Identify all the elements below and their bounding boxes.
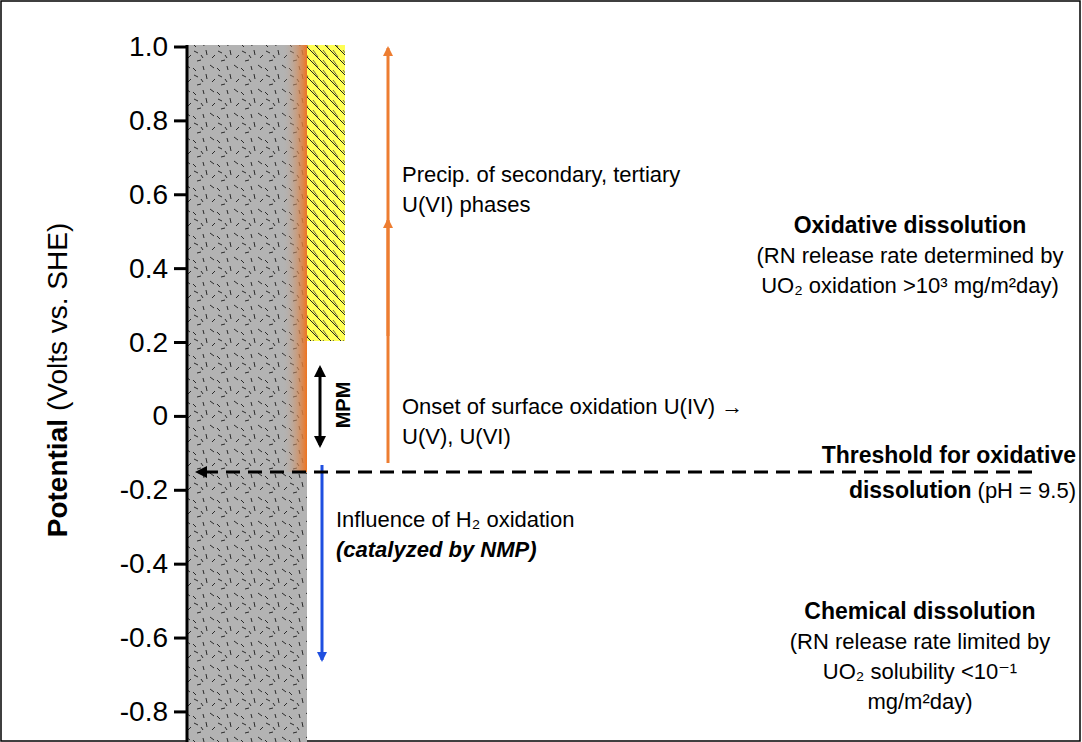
annotation-text: 0	[152, 400, 168, 431]
tick-mark	[174, 415, 187, 418]
annotation-text: 0.8	[129, 105, 168, 136]
annotation-text: 0.2	[129, 327, 168, 358]
annotation: Chemical dissolution (RN release rate lim…	[770, 596, 1070, 717]
blue-arrow	[321, 465, 324, 660]
uo2-pellet	[187, 45, 307, 742]
secondary-phases	[307, 45, 345, 341]
annotation-text: 1.0	[129, 31, 168, 62]
annotation-text: -0.2	[120, 474, 168, 505]
annotation-text: 0.4	[129, 253, 168, 284]
annotation-text: Onset of surface oxidation U(IV) → U(V),…	[402, 394, 743, 449]
annotation-text: -0.6	[120, 622, 168, 653]
annotation-text: (RN release rate limited by UO₂ solubili…	[790, 629, 1050, 714]
tick-label: 0.2	[60, 327, 168, 359]
annotation-text: Chemical dissolution	[804, 598, 1035, 624]
threshold-line	[198, 471, 1032, 474]
annotation-text: Precip. of secondary, tertiary U(VI) pha…	[402, 162, 680, 217]
oxidized-layer	[282, 45, 307, 472]
annotation-text: Influence of H₂ oxidation	[336, 507, 574, 532]
tick-marks	[174, 47, 187, 712]
tick-label: -0.6	[60, 622, 168, 654]
tick-label: 0.4	[60, 253, 168, 285]
annotation: Precip. of secondary, tertiary U(VI) pha…	[402, 160, 692, 220]
tick-mark	[174, 46, 187, 49]
axis-title: Potential (Volts vs. SHE)	[41, 223, 75, 538]
tick-mark	[174, 563, 187, 566]
tick-mark	[174, 710, 187, 713]
tick-label: 0	[60, 400, 168, 432]
tick-label: -0.2	[60, 474, 168, 506]
tick-mark	[174, 267, 187, 270]
orange-arrow	[387, 220, 390, 463]
annotation: Oxidative dissolution (RN release rate de…	[750, 210, 1070, 301]
annotation-text: Potential	[42, 419, 73, 537]
tick-mark	[174, 637, 187, 640]
annotation: Influence of H₂ oxidation (catalyzed by N…	[336, 505, 656, 565]
annotation-text: Oxidative dissolution	[794, 212, 1027, 238]
tick-mark	[174, 119, 187, 122]
tick-label: 0.8	[60, 105, 168, 137]
tick-mark	[174, 193, 187, 196]
annotation-text: -0.4	[120, 548, 168, 579]
annotation-text: 0.6	[129, 179, 168, 210]
tick-mark	[174, 489, 187, 492]
mpm-range-arrow	[319, 368, 322, 445]
mpm-label: MPM	[331, 382, 355, 429]
annotation-text: (Volts vs. SHE)	[42, 223, 73, 411]
annotation: Onset of surface oxidation U(IV) → U(V),…	[402, 392, 752, 452]
tick-label: 1.0	[60, 31, 168, 63]
tick-label: -0.8	[60, 696, 168, 728]
annotation-text: (RN release rate determined by UO₂ oxida…	[757, 243, 1064, 298]
annotation-text: MPM	[332, 382, 354, 429]
tick-mark	[174, 341, 187, 344]
annotation: Threshold for oxidative dissolution(pH =…	[732, 438, 1076, 508]
annotation-text: (pH = 9.5)	[978, 478, 1076, 503]
annotation-text: -0.8	[120, 696, 168, 727]
tick-label: 0.6	[60, 179, 168, 211]
annotation-text: (catalyzed by NMP)	[336, 537, 537, 562]
tick-label: -0.4	[60, 548, 168, 580]
